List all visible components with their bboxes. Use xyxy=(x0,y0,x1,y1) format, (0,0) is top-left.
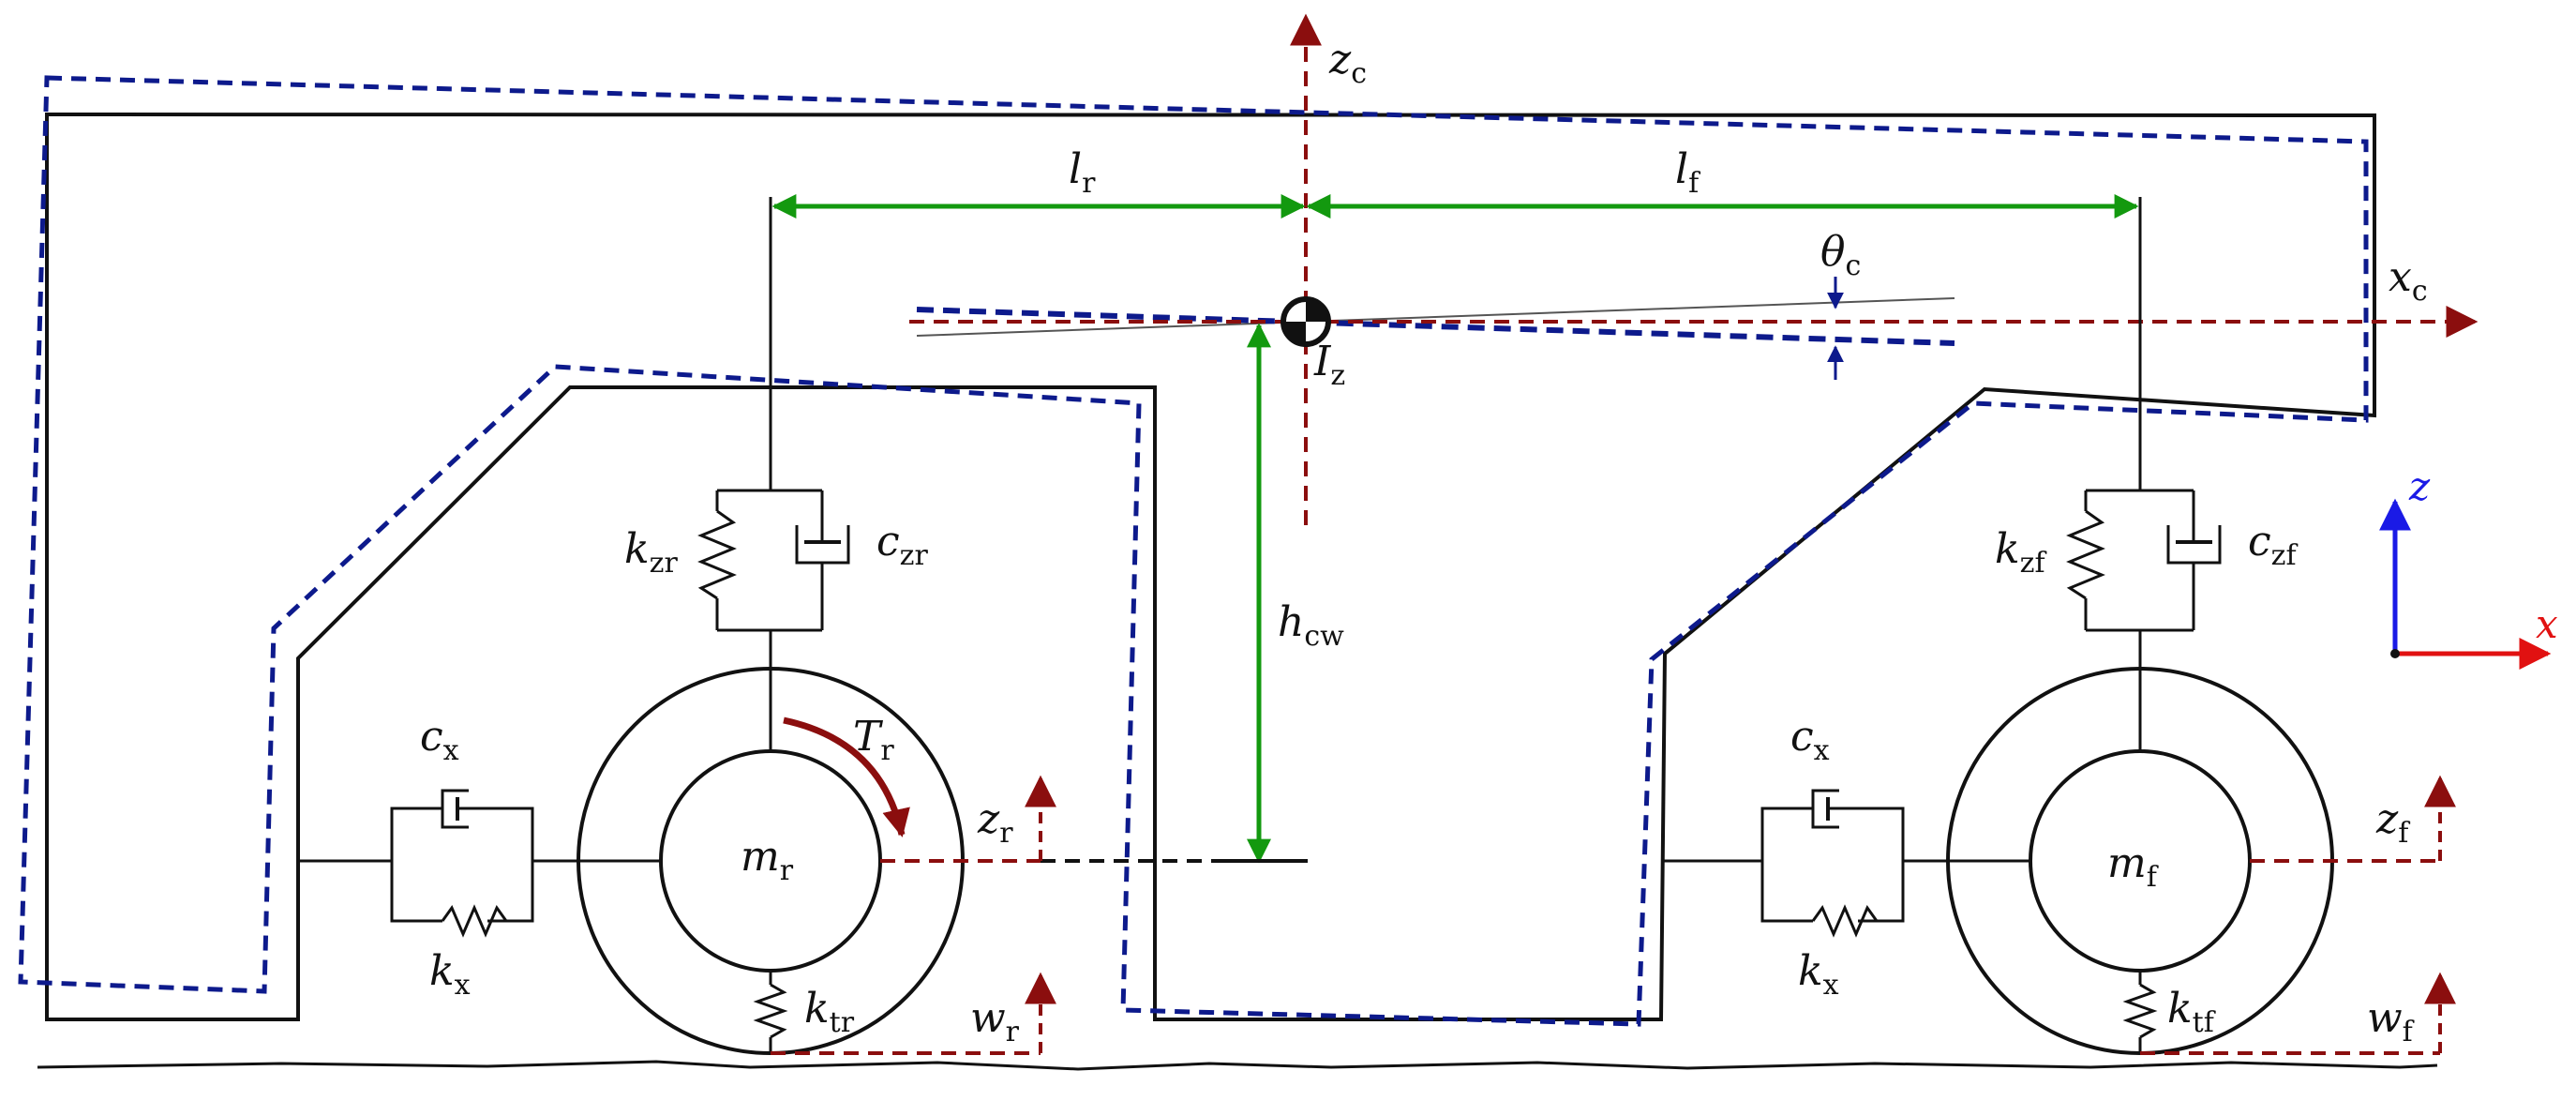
rear-torque-arrow xyxy=(783,716,910,837)
front-longitudinal-suspension xyxy=(1661,789,2030,938)
road-profile xyxy=(37,1060,2438,1071)
vehicle-body xyxy=(45,112,2376,1021)
label-zf: zf xyxy=(2375,795,2410,850)
label-cx-rear: cx xyxy=(420,713,459,767)
reference-frame xyxy=(2379,498,2552,670)
center-of-gravity-icon xyxy=(1281,296,1331,347)
front-vertical-spring xyxy=(2066,509,2105,600)
label-lr: lr xyxy=(1069,145,1096,200)
label-czf: czf xyxy=(2248,518,2298,572)
label-frame-x: x xyxy=(2536,601,2558,647)
label-kx-rear: kx xyxy=(429,947,471,1002)
rear-longitudinal-damper xyxy=(441,789,487,829)
label-wr: wr xyxy=(970,994,1020,1048)
front-longitudinal-spring xyxy=(1811,904,1879,938)
label-ktr: ktr xyxy=(804,985,855,1039)
rear-vertical-damper xyxy=(795,525,850,630)
deformed-body-outline xyxy=(18,75,2369,1027)
rear-vertical-suspension xyxy=(697,489,850,668)
rear-vertical-spring xyxy=(697,509,737,600)
rear-longitudinal-suspension xyxy=(298,789,661,938)
label-zc: zc xyxy=(1328,36,1367,90)
front-vertical-suspension xyxy=(2066,489,2222,668)
front-tire-spring xyxy=(2122,971,2158,1053)
front-vertical-damper xyxy=(2166,525,2222,630)
label-kx-front: kx xyxy=(1798,947,1839,1002)
front-longitudinal-damper xyxy=(1811,789,1858,829)
label-theta-c: θc xyxy=(1820,228,1861,282)
label-cx-front: cx xyxy=(1790,713,1830,767)
rear-tire-spring xyxy=(753,971,788,1053)
pitched-body-axis xyxy=(916,307,1955,346)
label-lf: lf xyxy=(1675,145,1700,200)
label-tr: Tr xyxy=(853,713,894,767)
rear-longitudinal-spring xyxy=(441,904,508,938)
label-hcw: hcw xyxy=(1278,598,1344,653)
label-kzf: kzf xyxy=(1995,525,2046,580)
label-mf: mf xyxy=(2107,839,2159,894)
label-wf: wf xyxy=(2367,994,2415,1048)
pitch-reference-line xyxy=(916,297,1955,337)
label-mr: mr xyxy=(741,833,794,887)
label-frame-z: z xyxy=(2408,463,2431,509)
label-zr: zr xyxy=(977,795,1013,850)
label-iz: Iz xyxy=(1313,338,1345,392)
label-kzr: kzr xyxy=(624,525,678,580)
label-xc: xc xyxy=(2389,253,2428,308)
label-ktf: ktf xyxy=(2167,985,2216,1039)
label-czr: czr xyxy=(876,518,928,572)
